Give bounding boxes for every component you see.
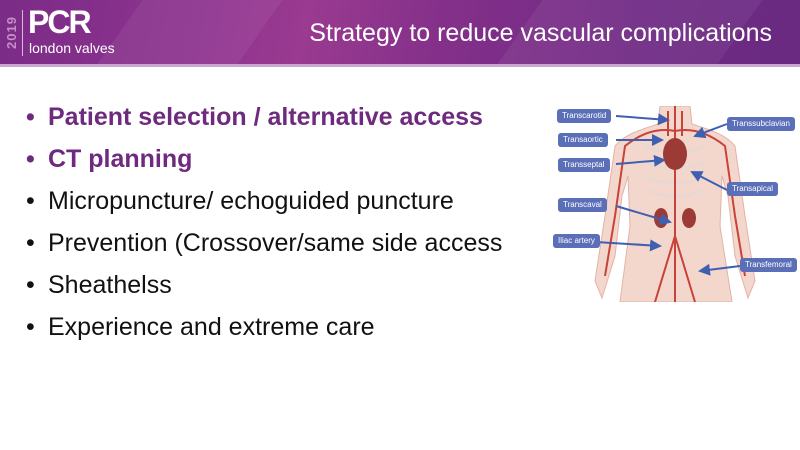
bullet-item: • Experience and extreme care — [26, 306, 502, 348]
bullet-list: •Patient selection / alternative access … — [26, 96, 502, 348]
bullet-item: • Patient selection / alternative access — [26, 96, 502, 138]
bullet-dot: • — [26, 229, 35, 257]
bullet-item: • Sheathelss — [26, 264, 502, 306]
bullet-dot: • — [26, 103, 35, 131]
bullet-text: Patient selection / alternative access — [48, 103, 483, 131]
logo-divider — [22, 10, 23, 56]
header-decoration — [97, 0, 283, 64]
bullet-item: • CT planning — [26, 138, 502, 180]
label-transaortic: Transaortic — [558, 133, 608, 147]
bullet-item: • Prevention (Crossover/same side access — [26, 222, 502, 264]
label-transseptal: Transseptal — [558, 158, 610, 172]
kidney — [682, 208, 696, 228]
label-transapical: Transapical — [727, 182, 779, 196]
bullet-text: Micropuncture/ echoguided puncture — [48, 187, 454, 215]
slide-title: Strategy to reduce vascular complication… — [309, 19, 772, 47]
bullet-text: Experience and extreme care — [48, 313, 375, 341]
slide-header: 2019 PCR london valves Strategy to reduc… — [0, 0, 800, 64]
header-underline — [0, 64, 800, 67]
bullet-text: CT planning — [48, 145, 193, 173]
bullet-item: • Micropuncture/ echoguided puncture — [26, 180, 502, 222]
bullet-text: Sheathelss — [48, 271, 172, 299]
label-transcaval: Transcaval — [558, 198, 607, 212]
bullet-text: Prevention (Crossover/same side access — [48, 229, 503, 257]
logo-brand: PCR — [28, 4, 92, 40]
label-transfemoral: Transfemoral — [740, 258, 797, 272]
label-transsubclavian: Transsubclavian — [727, 117, 795, 131]
heart — [663, 138, 687, 170]
logo-year: 2019 — [4, 16, 19, 50]
bullet-dot: • — [26, 187, 35, 215]
bullet-dot: • — [26, 313, 35, 341]
body-illustration — [594, 105, 756, 303]
label-iliac-artery: Iliac artery — [553, 234, 600, 248]
vascular-access-diagram: Transcarotid Transaortic Transseptal Tra… — [550, 105, 800, 303]
bullet-dot: • — [26, 145, 35, 173]
bullet-dot: • — [26, 271, 35, 299]
label-transcarotid: Transcarotid — [557, 109, 612, 123]
logo-subtitle: london valves — [29, 40, 115, 56]
